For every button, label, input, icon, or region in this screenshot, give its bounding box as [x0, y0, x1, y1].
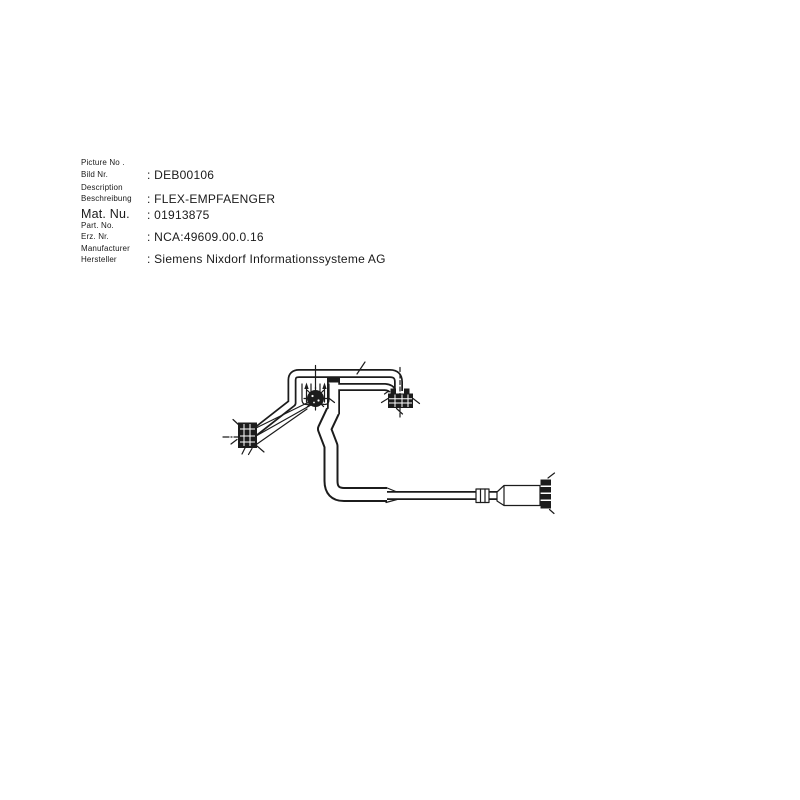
picture-no-label-en: Picture No . [81, 158, 125, 167]
arrow-up-icon [322, 382, 327, 389]
description-label-de: Beschreibung [81, 194, 132, 203]
arrow-up-icon [304, 382, 309, 389]
mat-no-label: Mat. Nu. [81, 206, 130, 221]
part-no-label: Part. No. [81, 221, 114, 230]
central-connector [301, 364, 336, 411]
picture-no-label-de: Bild Nr. [81, 170, 108, 179]
description-value: : FLEX-EMPFAENGER [147, 191, 276, 206]
picture-no-value: : DEB00106 [147, 168, 215, 182]
right-connector [380, 366, 421, 418]
manufacturer-label-de: Hersteller [81, 254, 117, 264]
description-label-en: Description [81, 182, 123, 192]
ferrule [475, 488, 490, 504]
discrete-wires [255, 401, 312, 445]
manufacturer-label-en: Manufacturer [81, 243, 130, 253]
left-connector [222, 418, 265, 456]
cable-taper [385, 486, 398, 504]
mat-no-value: : 01913875 [147, 207, 210, 222]
cable-ribbon-cores [253, 370, 504, 500]
break-mark [356, 361, 366, 375]
technical-drawing [222, 361, 556, 515]
erz-no-value: : NCA:49609.00.0.16 [147, 229, 264, 244]
manufacturer-value: : Siemens Nixdorf Informationssysteme AG [147, 251, 386, 266]
erz-no-label: Erz. Nr. [81, 232, 109, 241]
end-plug-connector [475, 472, 556, 515]
